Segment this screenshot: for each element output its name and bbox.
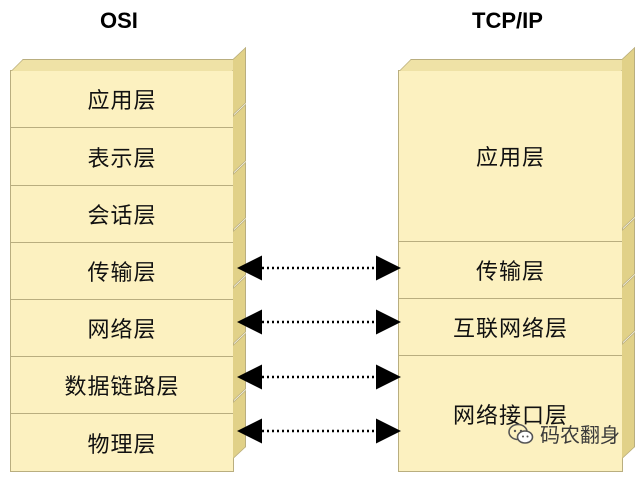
osi-layer-session: 会话层 <box>10 161 246 243</box>
watermark-text: 码农翻身 <box>540 423 620 447</box>
layer-label: 互联网络层 <box>452 317 568 342</box>
layer-label: 应用层 <box>475 146 545 171</box>
tcpip-layer-internet: 互联网络层 <box>398 274 635 356</box>
tcpip-title: TCP/IP <box>472 8 543 33</box>
tcpip-stack: 应用层 传输层 互联网络层 网络接口层 <box>398 46 635 472</box>
osi-layer-presentation: 表示层 <box>10 103 246 186</box>
osi-layer-data-link: 数据链路层 <box>10 332 246 414</box>
layer-label: 会话层 <box>87 204 157 229</box>
layer-label: 物理层 <box>87 432 157 458</box>
osi-stack: 应用层 表示层 会话层 传输层 网络层 数据链路层 物理层 <box>10 46 246 472</box>
tcpip-layer-transport: 传输层 <box>398 217 635 299</box>
layer-label: 传输层 <box>87 261 157 286</box>
layer-label: 网络层 <box>87 318 157 343</box>
layer-label: 应用层 <box>87 89 157 114</box>
layer-label: 传输层 <box>475 260 545 285</box>
osi-layer-transport: 传输层 <box>10 218 246 300</box>
layer-label: 表示层 <box>87 146 157 172</box>
osi-title: OSI <box>100 8 138 33</box>
layer-label: 数据链路层 <box>64 375 180 400</box>
osi-layer-physical: 物理层 <box>10 389 246 472</box>
tcpip-layer-network-interface: 网络接口层 <box>398 331 635 472</box>
wechat-icon <box>508 423 534 444</box>
osi-layer-application: 应用层 <box>10 46 246 128</box>
layer-label: 网络接口层 <box>452 403 568 429</box>
watermark: 码农翻身 <box>508 419 620 448</box>
osi-layer-network: 网络层 <box>10 275 246 357</box>
tcpip-layer-application: 应用层 <box>398 46 635 242</box>
